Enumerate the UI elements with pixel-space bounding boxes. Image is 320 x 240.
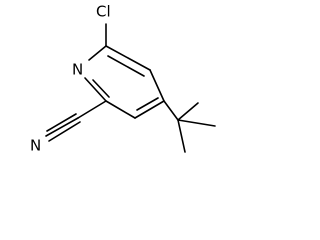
bond-n1-c2-inner xyxy=(92,79,110,98)
bond-nitrile-triple-1 xyxy=(45,117,79,137)
bond-c3-c4-inner xyxy=(136,97,159,111)
bond-c4-c5 xyxy=(149,69,165,102)
bond-c4-quaternary-carbon xyxy=(163,100,179,121)
bond-tbu-methyl-up xyxy=(177,102,199,121)
chemical-structure-diagram: Cl N N xyxy=(30,3,216,155)
bond-nitrile-triple-3 xyxy=(48,121,81,142)
bond-c2-nitrile-carbon xyxy=(77,100,107,119)
chlorine-label: Cl xyxy=(96,3,111,21)
bond-tbu-methyl-right xyxy=(177,119,216,127)
ring-nitrogen-label: N xyxy=(72,61,83,79)
bond-c5-c6-inner xyxy=(107,55,145,77)
bond-c6-n1 xyxy=(88,45,107,61)
bond-c5-c6 xyxy=(105,45,151,71)
nitrile-nitrogen-label: N xyxy=(30,137,41,155)
bond-c2-c3 xyxy=(105,100,136,119)
bond-n1-c2 xyxy=(84,77,107,102)
bond-tbu-methyl-down xyxy=(177,119,186,153)
bond-c3-c4 xyxy=(134,100,165,119)
bond-nitrile-triple-2 xyxy=(46,113,77,132)
